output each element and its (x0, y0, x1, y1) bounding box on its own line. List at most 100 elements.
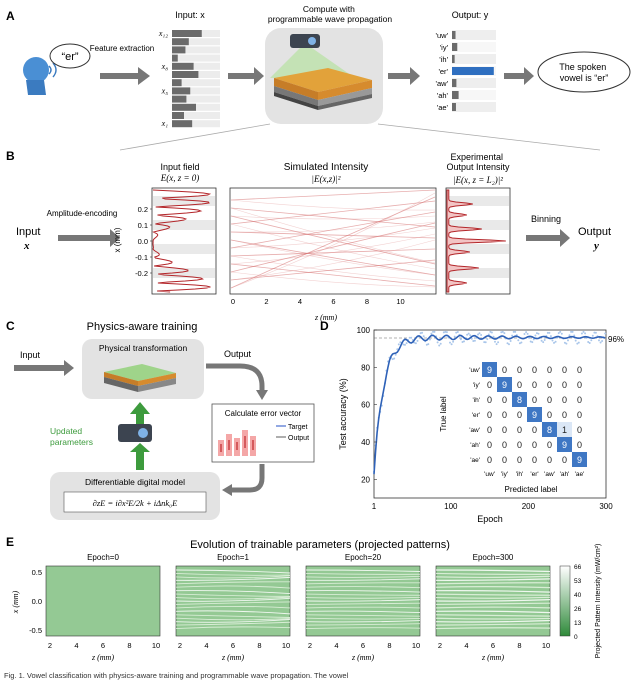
sim-ray (230, 227, 436, 249)
experimental-bands (447, 196, 509, 278)
d-ytick: 60 (361, 401, 370, 410)
pattern-stripe (435, 582, 551, 585)
sim-ray (230, 192, 436, 289)
colorbar-label: Projected Pattern Intensity (mW/cm²) (595, 544, 602, 659)
binning-label: Binning (531, 214, 561, 224)
e-xtick: 4 (464, 641, 468, 650)
output-bar-bg (452, 42, 496, 52)
e-xtick: 6 (361, 641, 365, 650)
pattern-stripe (175, 621, 291, 626)
output-bar-label: 'er' (438, 67, 448, 76)
error-title: Calculate error vector (225, 409, 302, 418)
conf-value: 0 (577, 380, 582, 390)
sim-ray (230, 231, 436, 239)
target-legend: Target (288, 424, 308, 431)
conf-value: 0 (487, 410, 492, 420)
conf-row-label: 'iy' (473, 382, 480, 389)
conf-col-label: 'iy' (501, 471, 508, 478)
conf-value: 0 (502, 410, 507, 420)
to-compute-arrow (228, 67, 264, 85)
input-bar-bg (172, 87, 220, 95)
d-ytick: 20 (361, 475, 370, 484)
input-bar (172, 30, 202, 37)
conf-row-label: 'aw' (469, 427, 480, 434)
conf-value: 0 (502, 395, 507, 405)
error-to-digital-arrow (230, 464, 265, 493)
equation-box (63, 491, 207, 513)
d-xtick: 100 (444, 502, 458, 511)
output-bar-bg (452, 102, 496, 112)
speaker-head-icon (23, 57, 57, 95)
pattern-stripe (175, 596, 291, 600)
output-bar (452, 67, 494, 75)
sim-ray (230, 207, 436, 228)
conf-value: 9 (502, 380, 507, 390)
conf-col-label: 'ih' (516, 471, 524, 478)
sim-ray (230, 222, 436, 273)
pattern-stripe (305, 593, 421, 596)
conf-value: 0 (502, 440, 507, 450)
true-label: True label (439, 396, 448, 432)
sim-ray (230, 189, 436, 201)
c-output-arrow (206, 363, 265, 392)
compute-title: Compute with programmable wave propagati… (268, 4, 393, 24)
c-input-arrow (14, 360, 74, 376)
pattern-stripe (175, 576, 291, 581)
pattern-stripe (175, 585, 291, 589)
panel-b-letter: B (6, 149, 15, 163)
b-ztick: 2 (264, 297, 268, 306)
panel-a-letter: A (6, 9, 15, 23)
projector-icon (290, 34, 320, 48)
input-tick: x₁ (161, 119, 169, 128)
pattern-stripe (435, 610, 551, 614)
pattern-stripe (175, 614, 291, 618)
input-field-formula: E(x, z = 0) (160, 173, 200, 183)
pattern-stripe (175, 597, 291, 602)
pattern-stripe (305, 623, 421, 626)
conf-row-label: 'ih' (472, 397, 480, 404)
output-bar-label: 'ih' (439, 55, 448, 64)
pattern-stripe (435, 569, 551, 573)
e-xtick: 4 (334, 641, 338, 650)
field-band (153, 268, 215, 278)
e-xtick: 6 (491, 641, 495, 650)
output-bar-bg (452, 90, 496, 100)
e-xlabel: z (mm) (351, 653, 374, 662)
experimental-formula: |E(x, z = L₂)|² (453, 175, 503, 185)
sim-ray (230, 248, 436, 257)
b-ztick: 0 (231, 297, 235, 306)
pattern-stripe (305, 586, 421, 589)
caption: Fig. 1. Vowel classification with physic… (4, 671, 349, 680)
conf-value: 0 (517, 410, 522, 420)
e-xlabel: z (mm) (91, 653, 114, 662)
e-xtick: 2 (308, 641, 312, 650)
output-legend: Output (288, 435, 309, 442)
e-xtick: 8 (517, 641, 521, 650)
pattern-stripe (305, 602, 421, 605)
sim-ray (230, 196, 436, 289)
e-xtick: 10 (282, 641, 290, 650)
conf-value: 8 (547, 425, 552, 435)
output-bar (452, 103, 456, 111)
panel-b-y-ticks: 0.20.10.0-0.1-0.2 (135, 205, 152, 278)
conf-value: 0 (562, 455, 567, 465)
simulated-formula: |E(x,z)|² (312, 174, 341, 184)
cbar-tick: 0 (574, 634, 578, 641)
pattern-stripe (305, 596, 421, 599)
input-bar-bg (172, 38, 220, 46)
sim-ray (230, 233, 436, 265)
conf-value: 0 (547, 410, 552, 420)
e-ytick: 0.5 (32, 568, 42, 577)
amplitude-encoding-label: Amplitude-encoding (47, 209, 118, 218)
output-bar-label: 'aw' (436, 79, 449, 88)
sim-ray (230, 239, 436, 281)
input-bar (172, 120, 193, 128)
input-bar-bg (172, 95, 220, 103)
pattern-stripe (175, 626, 291, 630)
conf-value: 0 (562, 410, 567, 420)
pattern-stripe (175, 581, 291, 585)
conf-col-label: 'aw' (544, 471, 555, 478)
